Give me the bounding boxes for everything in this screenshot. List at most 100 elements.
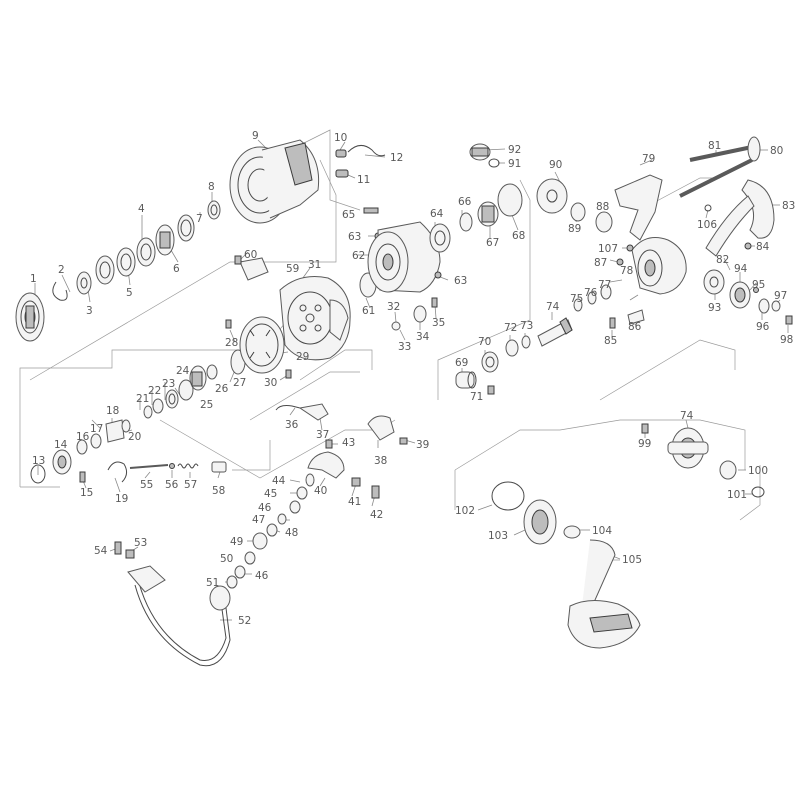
label-part-61: 61: [362, 305, 375, 317]
label-part-62: 62: [352, 250, 365, 262]
rotor-group-parts: [30, 255, 438, 667]
gear-part-94: [729, 281, 751, 309]
part-106: [704, 204, 712, 212]
bail-part-52: [127, 565, 231, 667]
body-frame-part-78: [631, 237, 687, 295]
washer-part-93: [703, 269, 725, 295]
label-part-2: 2: [58, 264, 65, 276]
label-part-1: 1: [30, 273, 37, 285]
body-right-parts: [614, 136, 793, 325]
part-56: [169, 463, 175, 469]
body-center-parts: [359, 143, 586, 298]
label-part-53: 53: [134, 537, 147, 549]
leg-part-81: [679, 145, 753, 198]
washer-part-8: [207, 200, 221, 220]
knob-part-14: [30, 449, 72, 484]
label-part-106: 106: [697, 219, 717, 231]
label-part-56: 56: [165, 479, 179, 491]
screw-part-30: [285, 369, 292, 379]
drive-gear-part-103: [523, 499, 557, 545]
label-part-16: 16: [76, 431, 90, 443]
washer-part-75: [573, 298, 583, 312]
label-part-21: 21: [136, 393, 149, 405]
label-part-49: 49: [230, 536, 243, 548]
bearing-part-72: [505, 339, 519, 357]
rotor-part-29: [239, 316, 285, 374]
label-part-57: 57: [184, 479, 197, 491]
label-part-12: 12: [390, 152, 403, 164]
label-part-36: 36: [285, 419, 299, 431]
label-part-41: 41: [348, 496, 361, 508]
label-part-73: 73: [520, 320, 533, 332]
label-part-55: 55: [140, 479, 153, 491]
spring-part-19: [107, 461, 128, 483]
part-34: [413, 305, 427, 323]
label-part-51: 51: [206, 577, 219, 589]
label-part-92: 92: [508, 144, 521, 156]
washer-part-50: [244, 551, 256, 565]
label-part-4: 4: [138, 203, 145, 215]
label-part-44: 44: [272, 475, 286, 487]
label-part-86: 86: [628, 321, 642, 333]
label-part-94: 94: [734, 263, 748, 275]
label-part-79: 79: [642, 153, 655, 165]
nut-part-24: [178, 365, 207, 401]
label-part-11: 11: [357, 174, 370, 186]
label-part-97: 97: [774, 290, 787, 302]
washer-part-104: [563, 525, 581, 539]
washer-part-90: [536, 178, 568, 214]
label-part-39: 39: [416, 439, 429, 451]
screw-part-84: [744, 242, 752, 250]
bearing-part-77: [600, 284, 612, 300]
label-part-105: 105: [622, 554, 642, 566]
part-number-labels: 1 2 3 4 5 6 7 8 9 10 11 12 13 14 15 16 1…: [30, 130, 795, 627]
label-part-42: 42: [370, 509, 383, 521]
part-58: [211, 461, 227, 473]
plate-part-70: [481, 351, 499, 373]
plate-part-82: [705, 195, 755, 257]
label-part-25: 25: [200, 399, 213, 411]
label-part-64: 64: [430, 208, 444, 220]
bushing-part-69: [455, 371, 477, 389]
lever-part-40: [307, 451, 345, 479]
screw-part-54: [114, 541, 122, 555]
roller-part-37: [298, 403, 329, 421]
label-part-23: 23: [162, 378, 175, 390]
screw-part-98: [785, 315, 793, 325]
label-part-31: 31: [308, 259, 321, 271]
arm-part-38: [367, 415, 395, 441]
label-part-63b: 63: [454, 275, 467, 287]
label-part-17: 17: [90, 423, 103, 435]
stem-part-79: [614, 174, 663, 241]
label-part-45: 45: [264, 488, 277, 500]
washer-part-48: [266, 523, 278, 537]
spring-part-57: [177, 463, 199, 469]
washer-part-44: [305, 473, 315, 487]
label-part-66: 66: [458, 196, 472, 208]
washer-part-26: [206, 364, 218, 380]
label-part-90: 90: [549, 159, 562, 171]
washer-part-17: [90, 433, 102, 449]
label-part-24: 24: [176, 365, 190, 377]
label-part-38: 38: [374, 455, 387, 467]
leader-lines: [34, 139, 789, 621]
label-part-6: 6: [173, 263, 180, 275]
label-part-54: 54: [94, 545, 108, 557]
label-part-19: 19: [115, 493, 128, 505]
label-part-85: 85: [604, 335, 617, 347]
label-part-72: 72: [504, 322, 517, 334]
label-part-89: 89: [568, 223, 581, 235]
line-clip-parts-10-11: [335, 145, 386, 178]
bearing-part-23b: [168, 393, 176, 405]
label-part-93: 93: [708, 302, 721, 314]
plate-part-64: [429, 223, 451, 253]
label-part-69: 69: [455, 357, 468, 369]
label-part-70: 70: [478, 336, 491, 348]
washer-part-66: [459, 212, 473, 232]
drive-gear-part-74b: [667, 427, 709, 469]
drive-gear-parts: [491, 423, 765, 649]
part-80: [747, 136, 761, 162]
screw-part-39: [399, 437, 408, 445]
label-part-81: 81: [708, 140, 721, 152]
